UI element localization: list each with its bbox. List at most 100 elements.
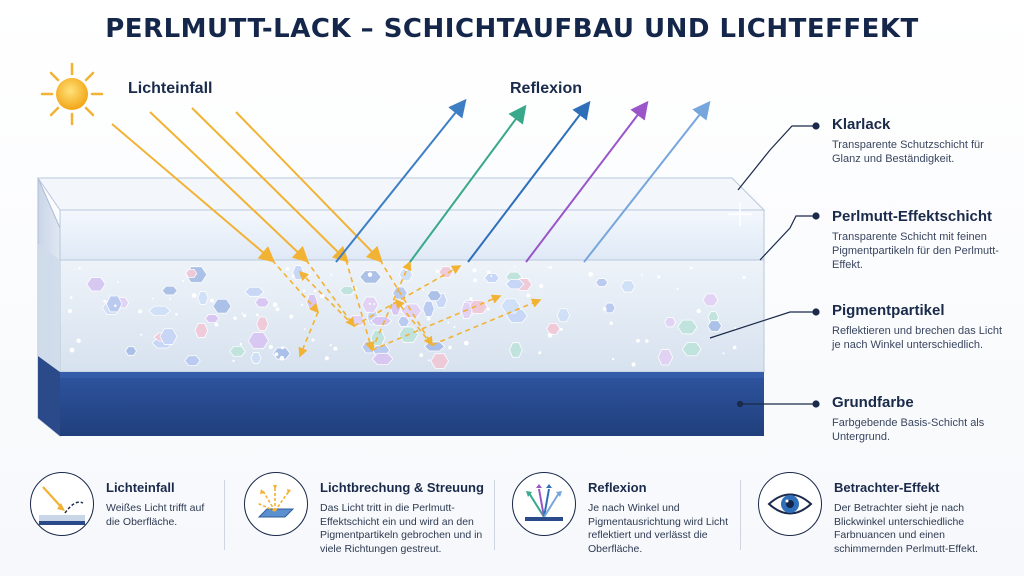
- sparkle-dot: [676, 287, 679, 290]
- sparkle-dot: [419, 353, 424, 357]
- sparkle-dot: [303, 328, 306, 330]
- sparkle-dot: [526, 293, 531, 298]
- sparkle-dot: [734, 327, 737, 330]
- sparkle-dot: [469, 297, 473, 301]
- sparkle-dot: [289, 314, 294, 319]
- pigment-flake: [397, 316, 410, 327]
- step-card-reflection: Reflexion Je nach Winkel und Pigmentausr…: [512, 466, 742, 566]
- sparkle-dot: [76, 338, 81, 343]
- sparkle-dot: [636, 338, 640, 343]
- layer-title-clearcoat: Klarlack: [832, 116, 891, 133]
- sparkle-dot: [373, 303, 376, 305]
- sparkle-dot: [538, 351, 542, 355]
- sparkle-dot: [239, 342, 243, 346]
- sparkle-dot: [611, 357, 615, 361]
- pigment-flake: [426, 290, 442, 301]
- light-incidence-icon: [30, 472, 94, 536]
- pigment-flake: [254, 297, 270, 308]
- sparkle-dot: [640, 274, 643, 277]
- clearcoat-layer: [59, 209, 765, 261]
- pigment-flake: [483, 273, 500, 283]
- pigment-flake: [185, 268, 198, 278]
- sparkle-dot: [588, 272, 594, 277]
- sparkle-dot: [722, 352, 725, 355]
- pigment-flake: [159, 328, 178, 345]
- sparkle-dot: [242, 314, 247, 318]
- sparkle-dot: [404, 267, 409, 271]
- pigment-flake: [400, 303, 423, 319]
- pigment-flake: [398, 268, 414, 282]
- sparkle-dot: [473, 278, 477, 283]
- divider: [224, 480, 225, 550]
- pigment-flake: [508, 342, 523, 358]
- sparkle-dot: [182, 279, 185, 282]
- pigment-flake: [681, 342, 702, 357]
- pigment-flake: [603, 302, 616, 314]
- pigment-flake: [148, 305, 172, 317]
- sparkle-dot: [233, 316, 237, 320]
- sparkle-dot: [609, 321, 614, 326]
- sparkle-dot: [426, 316, 431, 321]
- sparkle-dot: [447, 321, 450, 324]
- step-description: Das Licht tritt in die Perlmutt-Effektsc…: [320, 502, 483, 555]
- step-description: Der Betrachter sieht je nach Blickwinkel…: [834, 502, 978, 555]
- sparkle-dot: [602, 306, 607, 311]
- pigment-flake: [250, 352, 262, 364]
- step-card-refraction: Lichtbrechung & Streuung Das Licht tritt…: [244, 466, 494, 566]
- sparkle-dot: [549, 266, 553, 269]
- pigment-flake: [657, 349, 674, 366]
- pigment-flake: [422, 300, 435, 317]
- sparkle-dot: [742, 275, 746, 280]
- sparkle-dot: [368, 302, 371, 305]
- sparkle-dot: [114, 304, 117, 308]
- divider: [494, 480, 495, 550]
- sparkle-dot: [303, 289, 306, 292]
- sparkle-dot: [313, 289, 317, 293]
- step-title: Lichtbrechung & Streuung: [320, 480, 484, 495]
- sparkle-dot: [103, 299, 107, 303]
- layer-desc-pearl-effect: Transparente Schicht mit feinen Pigmentp…: [832, 231, 999, 271]
- sparkle-dot: [175, 312, 178, 316]
- pigment-flake: [620, 280, 636, 293]
- sparkle-dot: [279, 355, 285, 361]
- sparkle-dot: [559, 327, 563, 331]
- pigment-flake: [677, 319, 698, 335]
- sparkle-dot: [256, 313, 259, 317]
- sparkle-dot: [274, 352, 279, 357]
- sparkle-dot: [400, 311, 403, 313]
- sparkle-dot: [330, 273, 333, 276]
- pigment-flake: [292, 265, 304, 280]
- sparkle-dot: [486, 270, 491, 275]
- incident-rays: [111, 107, 383, 263]
- step-title: Lichteinfall: [106, 480, 175, 495]
- layer-title-pearl-effect: Perlmutt-Effektschicht: [832, 208, 993, 225]
- sparkle-dot: [69, 347, 75, 353]
- pigment-flake: [707, 320, 723, 332]
- incident-label: Lichteinfall: [128, 80, 213, 97]
- sparkle-dot: [548, 266, 551, 269]
- step-description: Je nach Winkel und Pigmentausrichtung wi…: [588, 502, 729, 555]
- sparkle-dot: [275, 307, 280, 312]
- sparkle-dot: [631, 362, 636, 367]
- pigment-flake: [212, 298, 232, 314]
- layer-title-basecoat: Grundfarbe: [832, 394, 914, 411]
- sparkle-dot: [311, 338, 315, 342]
- sparkle-dot: [435, 269, 439, 273]
- pigment-flake: [197, 291, 209, 305]
- pigment-flake: [500, 298, 521, 314]
- pigment-flake: [359, 270, 382, 284]
- step-title: Reflexion: [588, 480, 647, 495]
- pigment-flake: [124, 346, 137, 356]
- pigment-flake: [86, 277, 106, 292]
- sparkle-dot: [422, 289, 425, 291]
- step-description: Weißes Licht trifft auf die Oberfläche.: [106, 502, 205, 528]
- pigment-flake: [505, 279, 525, 290]
- pigment-flake: [664, 317, 677, 328]
- sparkle-dot: [117, 281, 119, 284]
- sparkle-dot: [689, 266, 693, 270]
- sparkle-dot: [657, 275, 661, 279]
- sparkle-dot: [514, 265, 516, 268]
- sparkle-dot: [272, 302, 278, 307]
- sparkle-dot: [169, 297, 172, 300]
- sparkle-dot: [696, 308, 701, 314]
